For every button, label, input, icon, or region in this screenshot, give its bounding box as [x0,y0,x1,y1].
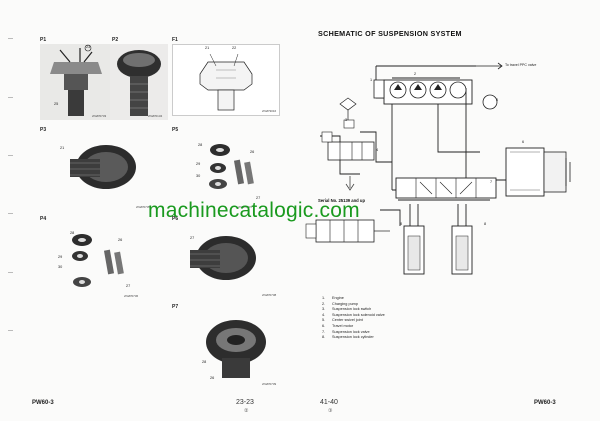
figure-label-p6: P6 [172,216,179,222]
callout: 27 [190,236,195,240]
legend-item: 2.Charging pump [322,301,358,306]
legend-item: 3.Suspension lock switch [322,307,372,312]
margin-mark [8,38,13,39]
serial-label: Serial No. 25139 and up [318,198,366,203]
callout: 6 [522,140,525,144]
callout: 29 [196,162,201,166]
callout: 29 [58,255,63,259]
left-page: P1 23 25 2N2P0733 P2 2N2P0134 F1 21 22 2… [8,37,280,414]
legend-list: 1.Engine 2.Charging pump 3.Suspension lo… [322,296,462,341]
photo-p7 [206,320,266,378]
schematic-title: SCHEMATIC OF SUSPENSION SYSTEM [318,29,462,38]
figure-code: 2N2P0737 [238,205,253,209]
callout: 23 [86,45,91,49]
callout: 30 [196,174,201,178]
figure-code: 2N2P0735 [136,205,151,209]
figure-code: 2N2P0738 [262,293,277,297]
page-sub-number: ② [244,408,249,414]
figure-label-p5: P5 [172,127,179,133]
callout: 21 [205,46,210,50]
margin-mark [8,155,13,156]
callout: 27 [126,284,131,288]
figure-label-p7: P7 [172,304,179,310]
footer-model: PW60-3 [32,400,54,406]
figure-label-p2: P2 [112,37,119,43]
figure-label-f1: F1 [172,37,178,43]
callout: 30 [58,265,63,269]
callout: 26 [118,238,123,242]
photo-p6 [190,236,256,280]
legend-item: 5.Center swivel joint [322,318,363,323]
callout: 27 [256,196,261,200]
margin-mark [8,97,13,98]
page-number: 41-40 [320,399,338,406]
margin-mark [8,272,13,273]
callout: 22 [232,46,237,50]
figure-label-p4: P4 [40,216,47,222]
legend-item: 6.Travel motor [322,323,354,328]
page-sub-number: ③ [328,408,333,414]
callout: 25 [54,102,59,106]
callout: 7 [490,180,493,184]
figure-label-p3: P3 [40,127,47,133]
callout: 4 [376,148,379,152]
callout: 8 [484,222,487,226]
figure-code: 2N2P0134 [148,114,163,118]
photo-p2 [110,44,168,120]
footer-model: PW60-3 [534,400,556,406]
photo-p5 [209,144,254,189]
callout: 8 [400,222,403,226]
figure-code: 2N2P0739 [262,382,277,386]
callout: 2 [414,72,417,76]
callout: 21 [60,146,65,150]
callout: 5 [496,98,499,102]
drawing-f1 [172,44,280,116]
hydraulic-schematic [305,62,571,275]
margin-mark [8,213,13,214]
figure-code: 2N2P3016 [262,109,277,113]
photo-p3 [60,135,150,209]
callout: 1 [370,78,373,82]
margin-mark [8,330,13,331]
legend-item: 8.Suspension lock cylinder [322,335,374,340]
legend-item: 1.Engine [322,296,344,300]
page-number: 23-23 [236,399,254,406]
callout: 3 [345,118,348,122]
figure-code: 2N2P0736 [124,294,139,298]
figure-label-p1: P1 [40,37,47,43]
legend-item: 4.Suspension lock solenoid valve [322,312,385,317]
photo-p1 [40,44,112,120]
callout: 28 [198,143,203,147]
callout: 26 [210,376,215,380]
callout: 28 [202,360,207,364]
photo-p4 [72,234,124,287]
travel-ppc-label: To travel PPC valve [505,63,537,67]
right-page [300,0,600,421]
callout: 26 [250,150,255,154]
callout: 28 [70,231,75,235]
figure-code: 2N2P0733 [92,114,107,118]
legend-item: 7.Suspension lock valve [322,329,370,334]
watermark: machinecatalogic.com [148,199,360,222]
